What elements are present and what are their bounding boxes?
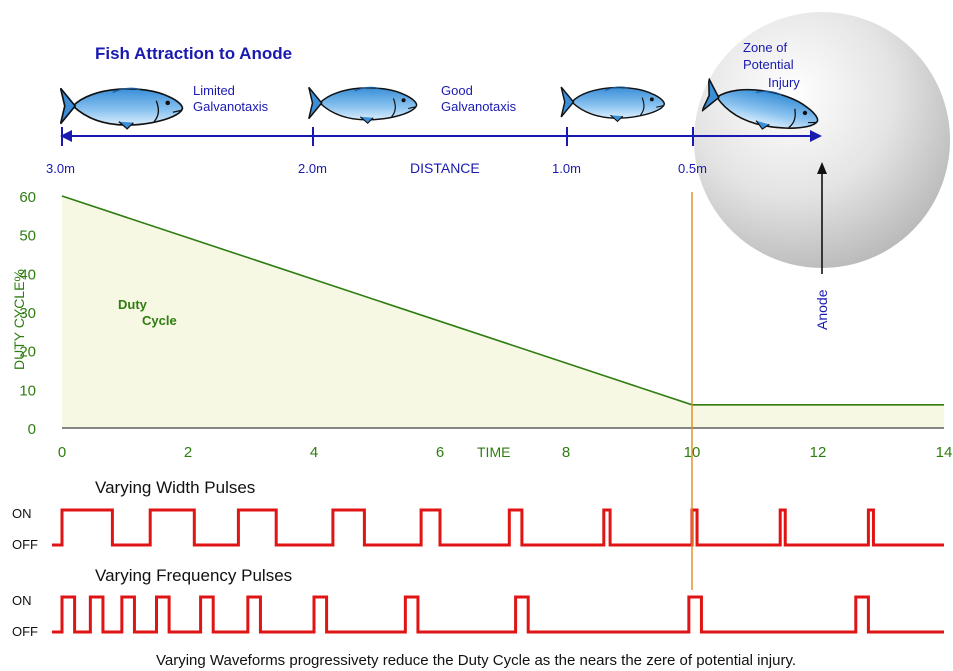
y-tick-label: 10: [19, 382, 36, 399]
width-off-label: OFF: [12, 537, 38, 552]
frequency-on-label: ON: [12, 593, 32, 608]
header-title: Fish Attraction to Anode: [95, 44, 292, 63]
distance-label: DISTANCE: [410, 160, 480, 176]
width-pulses-title: Varying Width Pulses: [95, 478, 255, 497]
distance-tick-1m: 1.0m: [552, 161, 581, 176]
fish-icon-1: [60, 87, 184, 130]
y-tick-label: 30: [19, 305, 36, 322]
distance-tick-3m: 3.0m: [46, 161, 75, 176]
fish-icon-2: [308, 86, 418, 124]
y-tick-label: 50: [19, 228, 36, 245]
injury-zone-circle: [694, 12, 950, 268]
x-tick-label: 8: [562, 444, 570, 461]
x-tick-label: 6: [436, 444, 444, 461]
distance-tick-05m: 0.5m: [678, 161, 707, 176]
x-axis-label: TIME: [477, 444, 510, 460]
frequency-pulses-title: Varying Frequency Pulses: [95, 566, 292, 585]
x-tick-label: 4: [310, 444, 318, 461]
y-tick-label: 20: [19, 344, 36, 361]
zone-label-good: Good Galvanotaxis: [441, 83, 517, 114]
frequency-off-label: OFF: [12, 624, 38, 639]
fish-icon-3: [560, 86, 666, 123]
area-label: Duty Cycle: [118, 297, 177, 328]
y-tick-label: 0: [28, 421, 36, 438]
anode-label: Anode: [814, 289, 830, 330]
width-pulse-wave: [52, 508, 944, 547]
x-tick-label: 0: [58, 444, 66, 461]
x-tick-label: 12: [810, 444, 827, 461]
caption: Varying Waveforms progressivety reduce t…: [156, 652, 796, 669]
x-tick-label: 2: [184, 444, 192, 461]
width-on-label: ON: [12, 506, 32, 521]
distance-arrow-left: [60, 130, 72, 142]
zone-label-injury: Zone of Potential Injury: [743, 40, 800, 90]
distance-axis: [61, 127, 812, 146]
frequency-pulse-wave: [52, 595, 944, 634]
duty-cycle-area: [62, 196, 944, 428]
y-tick-label: 40: [19, 266, 36, 283]
y-axis-label: DUTY CYCLE%: [11, 269, 27, 370]
distance-tick-2m: 2.0m: [298, 161, 327, 176]
anode-arrow-head: [817, 162, 827, 174]
y-tick-label: 60: [19, 189, 36, 206]
zone-label-limited: Limited Galvanotaxis: [193, 83, 269, 114]
distance-arrow-right: [810, 130, 822, 142]
x-tick-label: 14: [936, 444, 953, 461]
